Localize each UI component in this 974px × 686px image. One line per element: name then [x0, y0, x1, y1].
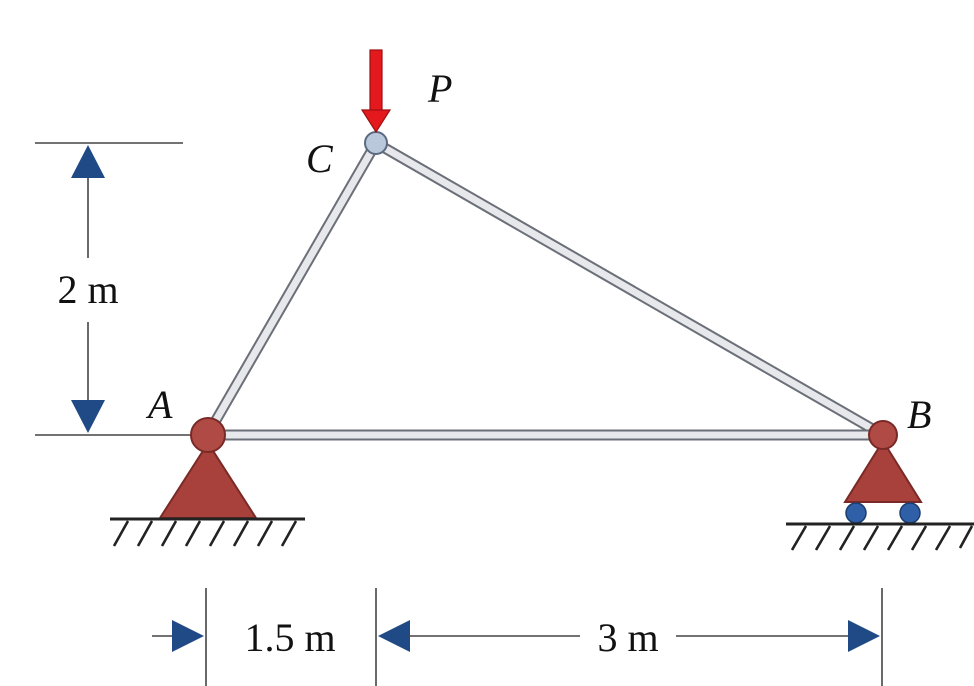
member-ac	[204, 139, 380, 438]
load-label-p: P	[427, 66, 452, 111]
pin-support-a	[110, 417, 305, 547]
ground-hatching-a	[112, 520, 298, 547]
roller-wheel-left	[845, 502, 867, 524]
pin-support-triangle	[158, 441, 258, 519]
right-span-arrowhead	[848, 620, 880, 652]
member-cb	[372, 139, 887, 439]
truss-members	[202, 137, 889, 441]
ground-hatching-b	[790, 525, 974, 551]
roller-support-b	[786, 420, 974, 551]
left-span-label: 1.5 m	[244, 615, 335, 660]
left-span-arrowhead	[172, 620, 204, 652]
load-arrow-head	[360, 109, 392, 134]
height-dimension-label: 2 m	[57, 267, 118, 312]
right-span-label: 3 m	[597, 615, 658, 660]
node-label-b: B	[907, 392, 931, 437]
pin-joint-b	[868, 420, 898, 450]
height-arrowhead-down	[71, 400, 105, 433]
height-arrowhead-up	[71, 145, 105, 178]
node-label-c: C	[306, 136, 334, 181]
roller-support-triangle	[843, 439, 923, 503]
node-label-a: A	[145, 382, 173, 427]
height-dimension: 2 m	[35, 142, 195, 436]
joint-c	[364, 131, 388, 155]
left-span-arrowhead-right	[378, 620, 410, 652]
load-arrow-shaft	[369, 49, 383, 113]
span-dimensions: 1.5 m 3 m	[152, 588, 883, 686]
roller-wheel-right	[899, 502, 921, 524]
load-arrow-p	[360, 49, 392, 134]
pin-joint-a	[190, 417, 226, 453]
